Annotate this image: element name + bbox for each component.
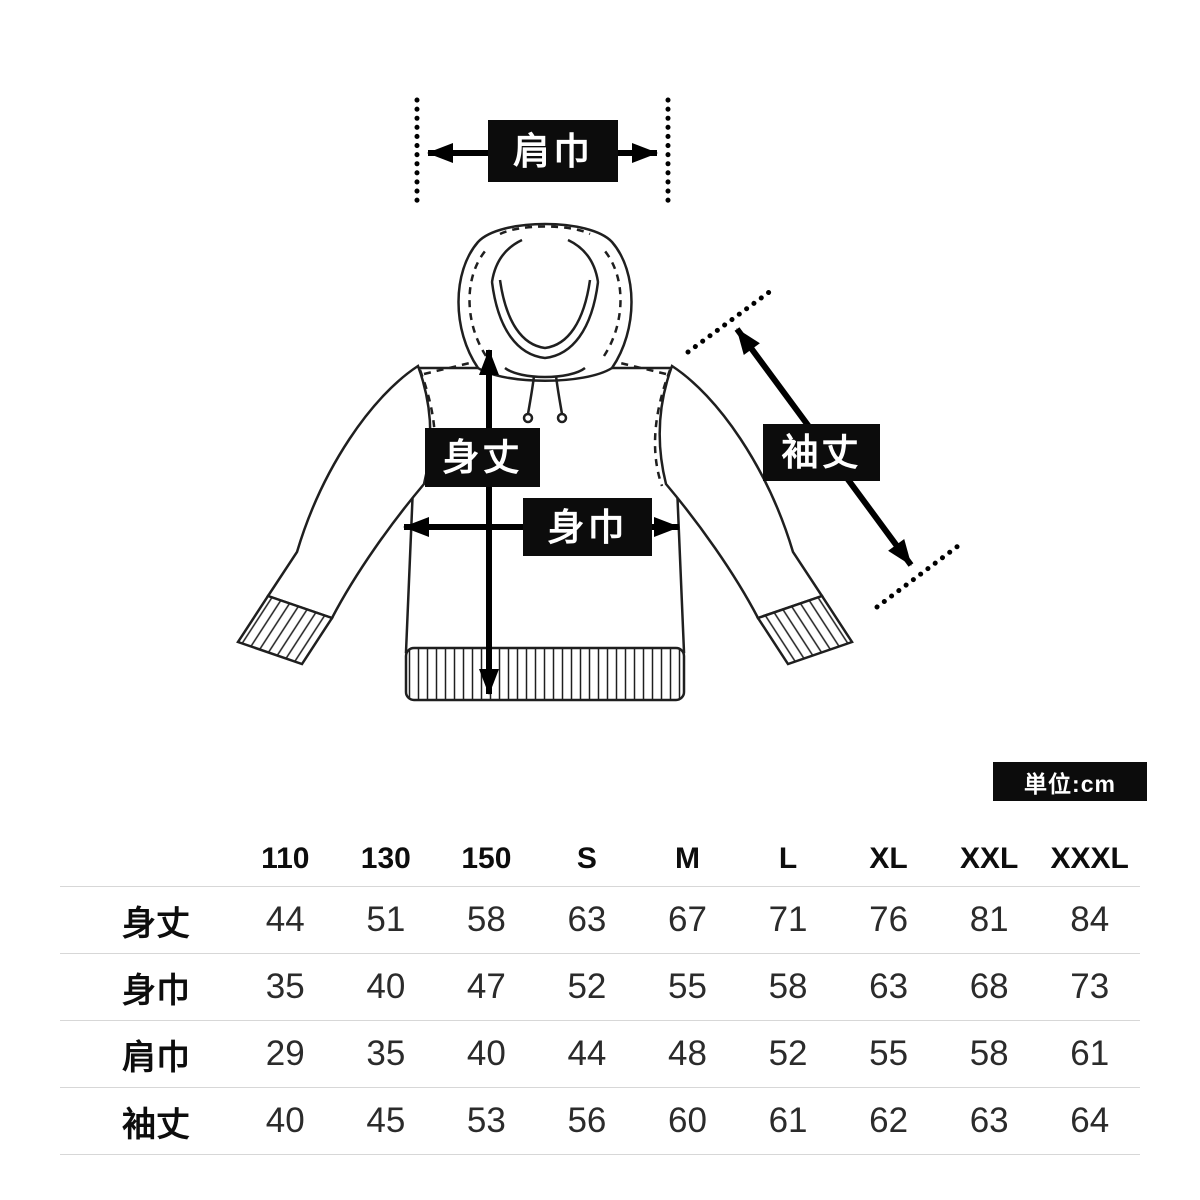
left-drawcord <box>526 375 536 415</box>
size-column-header: 130 <box>360 842 411 875</box>
size-value-cell: 52 <box>768 1034 808 1073</box>
size-value-cell: 48 <box>668 1034 707 1073</box>
size-value-cell: 55 <box>869 1034 909 1073</box>
size-value-cell: 52 <box>567 967 607 1006</box>
size-value-cell: 40 <box>265 1101 305 1140</box>
size-value-cell: 64 <box>1070 1101 1110 1140</box>
measurement-row-label: 身丈 <box>122 904 190 943</box>
size-value-cell: 63 <box>567 900 607 939</box>
size-value-cell: 84 <box>1070 900 1110 939</box>
body-width-label: 身巾 <box>523 498 652 556</box>
left-cuff <box>236 594 334 666</box>
size-value-cell: 58 <box>466 900 506 939</box>
size-value-cell: 44 <box>265 900 305 939</box>
right-cuff <box>756 594 854 666</box>
size-value-cell: 35 <box>265 967 305 1006</box>
body-length-label: 身丈 <box>425 428 540 487</box>
shoulder-width-label: 肩巾 <box>488 120 618 182</box>
size-table-header: 110 130 150 S M L XL XXL XXXL <box>60 832 1140 887</box>
unit-badge: 単位:cm <box>993 762 1147 801</box>
size-value-cell: 51 <box>366 900 406 939</box>
size-value-cell: 58 <box>768 967 808 1006</box>
right-drawcord <box>554 375 564 415</box>
size-column-header: M <box>674 842 700 875</box>
right-armhole-seam <box>653 369 672 487</box>
left-shoulder-seam <box>423 360 475 376</box>
size-value-cell: 71 <box>768 900 808 939</box>
size-column-header: S <box>576 842 597 875</box>
size-value-cell: 47 <box>466 967 506 1006</box>
size-value-cell: 53 <box>466 1101 506 1140</box>
table-row: 肩巾 29 35 40 44 48 52 55 58 61 <box>60 1021 1140 1088</box>
table-row: 袖丈 40 45 53 56 60 61 62 63 64 <box>60 1088 1140 1155</box>
size-value-cell: 73 <box>1070 967 1110 1006</box>
size-value-cell: 29 <box>265 1034 305 1073</box>
size-value-cell: 63 <box>869 967 909 1006</box>
size-value-cell: 76 <box>869 900 909 939</box>
size-value-cell: 61 <box>768 1101 808 1140</box>
size-value-cell: 81 <box>969 900 1009 939</box>
hem-band <box>404 646 686 702</box>
size-value-cell: 55 <box>668 967 707 1006</box>
size-value-cell: 44 <box>567 1034 607 1073</box>
size-value-cell: 45 <box>366 1101 406 1140</box>
size-column-header: XXXL <box>1050 842 1129 875</box>
size-table-body: 身丈 44 51 58 63 67 71 76 81 84 身巾 35 40 47 52 55 58 63 68 73… <box>60 887 1140 1155</box>
size-column-header: 110 <box>261 842 310 875</box>
size-value-cell: 60 <box>668 1101 707 1140</box>
measurement-row-label: 身巾 <box>122 971 190 1010</box>
size-value-cell: 63 <box>969 1101 1009 1140</box>
size-value-cell: 40 <box>466 1034 506 1073</box>
table-row: 身丈 44 51 58 63 67 71 76 81 84 <box>60 887 1140 954</box>
size-column-header: 150 <box>461 842 512 875</box>
measurement-row-label: 肩巾 <box>122 1038 190 1077</box>
size-value-cell: 58 <box>969 1034 1009 1073</box>
sleeve-length-label: 袖丈 <box>763 424 880 481</box>
size-column-header: XXL <box>959 842 1019 875</box>
size-column-header: L <box>778 842 798 875</box>
table-row: 身巾 35 40 47 52 55 58 63 68 73 <box>60 954 1140 1021</box>
hood <box>457 222 633 424</box>
measurement-row-label: 袖丈 <box>122 1105 190 1144</box>
size-value-cell: 35 <box>366 1034 406 1073</box>
size-value-cell: 40 <box>366 967 406 1006</box>
size-value-cell: 61 <box>1070 1034 1110 1073</box>
size-value-cell: 62 <box>869 1101 909 1140</box>
right-shoulder-seam <box>615 360 667 376</box>
size-value-cell: 67 <box>668 900 707 939</box>
hoodie-drawing <box>236 222 854 702</box>
hoodie-diagram <box>236 97 961 702</box>
size-value-cell: 68 <box>969 967 1009 1006</box>
size-column-header: XL <box>869 842 908 875</box>
size-value-cell: 56 <box>567 1101 607 1140</box>
size-table: 110 130 150 S M L XL XXL XXXL 身丈 44 51 58 63 67 71 76 81… <box>60 832 1140 1155</box>
